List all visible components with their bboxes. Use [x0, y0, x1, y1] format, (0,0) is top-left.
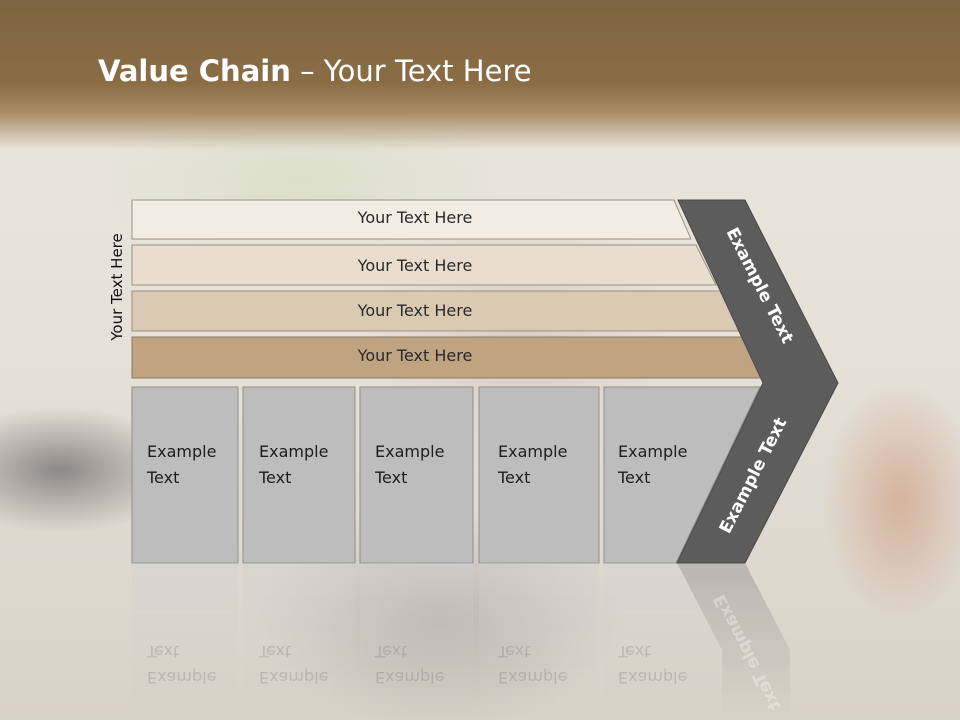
- header-band: [0, 0, 960, 150]
- activity-box-3[interactable]: [359, 386, 474, 564]
- activity-2-line1: Example: [259, 442, 329, 461]
- support-row-4-label: Your Text Here: [357, 346, 473, 365]
- activity-5-line2-reflection: Text: [618, 642, 651, 661]
- activity-2-line2-reflection: Text: [259, 642, 292, 661]
- activity-box-4[interactable]: [478, 386, 600, 564]
- activity-2-label-reflection: Example Text: [259, 638, 328, 690]
- activity-4-line1-reflection: Example: [498, 668, 568, 687]
- support-row-3-label: Your Text Here: [357, 301, 473, 320]
- activity-4-label-reflection: Example Text: [498, 638, 567, 690]
- activity-4-label: Example Text: [498, 439, 567, 491]
- support-row-1[interactable]: [131, 199, 692, 240]
- activity-3-line2-reflection: Text: [375, 642, 408, 661]
- activity-1-line2-reflection: Text: [147, 642, 180, 661]
- activity-1-label: Example Text: [147, 439, 216, 491]
- activity-box-1[interactable]: [131, 386, 239, 564]
- activity-4-line2-reflection: Text: [498, 642, 531, 661]
- activity-4-line2: Text: [498, 468, 531, 487]
- activity-4-line1: Example: [498, 442, 568, 461]
- activity-3-line2: Text: [375, 468, 408, 487]
- support-row-2[interactable]: [131, 244, 717, 286]
- side-label: Your Text Here: [108, 233, 126, 341]
- activity-2-line1-reflection: Example: [259, 668, 329, 687]
- activity-1-line1: Example: [147, 442, 217, 461]
- activity-5-label-reflection: Example Text: [618, 638, 687, 690]
- activity-1-label-reflection: Example Text: [147, 638, 216, 690]
- activity-3-label: Example Text: [375, 439, 444, 491]
- activity-1-line1-reflection: Example: [147, 668, 217, 687]
- title-rest: – Your Text Here: [290, 54, 532, 88]
- slide-title[interactable]: Value Chain – Your Text Here: [98, 54, 532, 88]
- activity-box-2[interactable]: [242, 386, 356, 564]
- activity-3-line1: Example: [375, 442, 445, 461]
- activity-5-line1-reflection: Example: [618, 668, 688, 687]
- activity-2-label: Example Text: [259, 439, 328, 491]
- activity-1-line2: Text: [147, 468, 180, 487]
- activity-5-label: Example Text: [618, 439, 687, 491]
- activity-3-label-reflection: Example Text: [375, 638, 444, 690]
- activity-5-line2: Text: [618, 468, 651, 487]
- support-row-2-label: Your Text Here: [357, 256, 473, 275]
- reflection: [132, 563, 790, 713]
- title-bold: Value Chain: [98, 54, 291, 88]
- activity-5-line1: Example: [618, 442, 688, 461]
- activity-2-line2: Text: [259, 468, 292, 487]
- activity-3-line1-reflection: Example: [375, 668, 445, 687]
- support-row-1-label: Your Text Here: [357, 208, 473, 227]
